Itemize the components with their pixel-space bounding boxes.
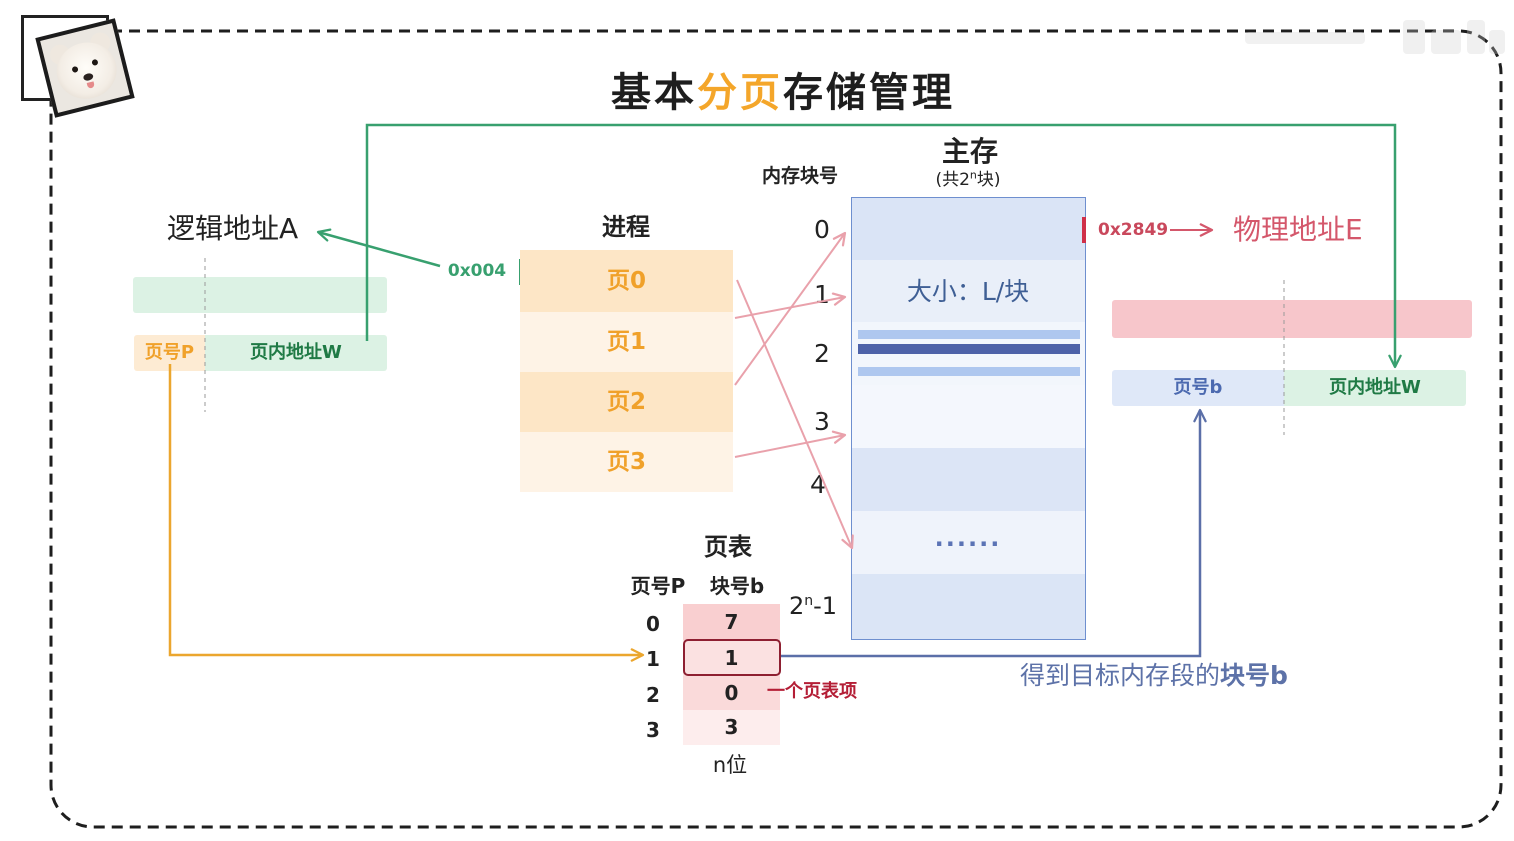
main-memory-label: 主存 xyxy=(941,135,998,168)
block-size-label: 大小：L/块 xyxy=(906,277,1030,306)
process-page-label: 页1 xyxy=(606,329,646,355)
block-count-prefix: (共2 xyxy=(935,170,970,190)
page-title: 基本分页存储管理 xyxy=(563,70,1003,116)
process-page-label: 页3 xyxy=(606,449,646,475)
title-part-2: 存储管理 xyxy=(783,70,955,116)
dashed-frame xyxy=(49,29,1503,829)
logical-address-bar xyxy=(133,277,387,313)
process-page-label: 页2 xyxy=(606,389,646,415)
watermark-mark-3 xyxy=(1431,30,1461,54)
physical-page-offset-box: 页内地址W xyxy=(1284,370,1466,406)
physical-address-label: 物理地址E xyxy=(1233,213,1363,246)
main-memory-block-count: (共2n块) xyxy=(898,169,1038,191)
page-table-page-2: 2 xyxy=(646,683,660,707)
watermark-mark-2 xyxy=(1403,20,1425,54)
title-part-1: 基本 xyxy=(611,70,697,116)
process-page-3: 页3 xyxy=(520,432,733,492)
page-table-block-2: 0 xyxy=(683,676,780,710)
physical-block-number-label: 页号b xyxy=(1173,377,1223,398)
last-block-base: 2 xyxy=(788,592,805,620)
memory-block-number-header: 内存块号 xyxy=(761,165,838,187)
page-table-page-3: 3 xyxy=(646,718,660,742)
page-table-entry-highlight xyxy=(683,639,781,676)
physical-block-number-box: 页号b xyxy=(1112,370,1284,406)
result-note-emphasis: 块号b xyxy=(1220,661,1288,690)
page-table-block-1: 1 xyxy=(683,640,780,676)
block-number-1: 1 xyxy=(814,280,830,309)
physical-address-bar xyxy=(1112,300,1472,338)
process-label: 进程 xyxy=(602,213,650,241)
process-page-0: 页0 xyxy=(520,250,733,312)
watermark-mark-4 xyxy=(1467,20,1485,54)
physical-page-offset-label: 页内地址W xyxy=(1329,377,1421,398)
block-number-last: 2n-1 xyxy=(775,591,851,621)
page-table-entry-width: n位 xyxy=(712,753,748,777)
process-page-2: 页2 xyxy=(520,372,733,432)
logical-page-offset-box: 页内地址W xyxy=(205,335,387,371)
block-number-2: 2 xyxy=(814,339,830,368)
logical-address-value: 0x004 xyxy=(447,261,507,281)
block-count-suffix: 块) xyxy=(976,170,1001,190)
watermark-mark-1 xyxy=(1245,32,1365,44)
last-block-suffix: -1 xyxy=(813,592,838,620)
memory-ellipsis: ...... xyxy=(934,524,1002,552)
page-table-page-1: 1 xyxy=(646,647,660,671)
block-count-exponent: n xyxy=(969,168,977,182)
logical-address-label: 逻辑地址A xyxy=(167,212,299,245)
page-table-block-3: 3 xyxy=(683,710,780,745)
page-table-block-0: 7 xyxy=(683,604,780,640)
process-page-1: 页1 xyxy=(520,312,733,372)
memory-stripe-light-bottom xyxy=(858,367,1080,376)
last-block-exponent: n xyxy=(804,593,814,609)
process-page-label: 页0 xyxy=(606,268,646,294)
result-note-text: 得到目标内存段的 xyxy=(1020,661,1221,690)
watermark-logo xyxy=(1245,20,1507,56)
logical-page-number-box: 页号P xyxy=(134,335,205,371)
block-number-4: 4 xyxy=(810,470,826,499)
result-note: 得到目标内存段的块号b xyxy=(1020,660,1288,692)
page-table-page-0: 0 xyxy=(646,612,660,636)
block-number-0: 0 xyxy=(814,215,830,244)
page-table-title: 页表 xyxy=(704,533,752,561)
watermark-mark-5 xyxy=(1489,30,1505,54)
main-memory-frame xyxy=(851,197,1086,640)
logical-page-number-label: 页号P xyxy=(144,342,195,363)
page-table-header-page: 页号P xyxy=(630,574,686,598)
block-number-3: 3 xyxy=(814,407,830,436)
page-table-header-block: 块号b xyxy=(709,574,765,598)
physical-address-value: 0x2849 xyxy=(1098,220,1169,240)
physical-address-marker xyxy=(1082,217,1086,243)
logical-page-offset-label: 页内地址W xyxy=(250,342,342,363)
page-table-entry-note: 一个页表项 xyxy=(767,681,857,702)
title-highlight: 分页 xyxy=(697,70,783,116)
